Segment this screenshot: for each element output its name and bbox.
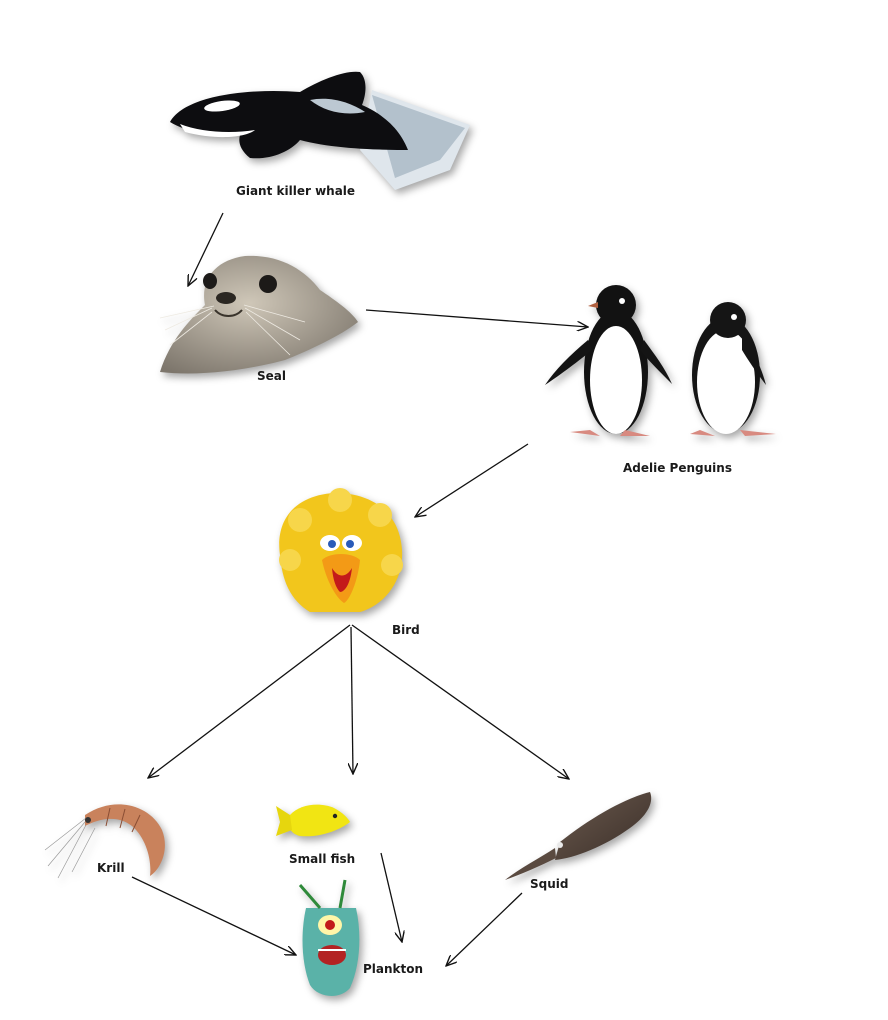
edge-killer-whale-to-seal: [188, 212, 224, 286]
edge-bird-to-krill: [148, 624, 351, 778]
small-fish-label: Small fish: [289, 852, 356, 866]
seal-label: Seal: [257, 369, 286, 383]
adelie-penguins-picture: [545, 285, 776, 436]
bird-picture: [279, 488, 403, 612]
edge-seal-to-penguins: [365, 309, 588, 327]
edge-krill-to-plankton: [131, 876, 296, 955]
edge-squid-to-plankton: [446, 892, 523, 966]
killer-whale-picture: [170, 71, 470, 190]
squid-label: Squid: [530, 877, 569, 891]
krill-label: Krill: [97, 861, 125, 875]
edge-bird-to-squid: [351, 624, 569, 779]
bird-label: Bird: [392, 623, 420, 637]
squid-picture: [505, 792, 652, 880]
seal-picture: [159, 255, 358, 374]
edge-penguins-to-bird: [415, 443, 529, 517]
plankton-picture: [298, 879, 360, 996]
krill-picture: [44, 804, 165, 879]
penguins-label: Adelie Penguins: [623, 461, 732, 475]
killer-whale-label: Giant killer whale: [236, 184, 356, 198]
small-fish-picture: [276, 804, 350, 837]
edge-small-fish-to-plankton: [380, 852, 402, 942]
edge-bird-to-small-fish: [351, 626, 353, 774]
plankton-label: Plankton: [363, 962, 424, 976]
